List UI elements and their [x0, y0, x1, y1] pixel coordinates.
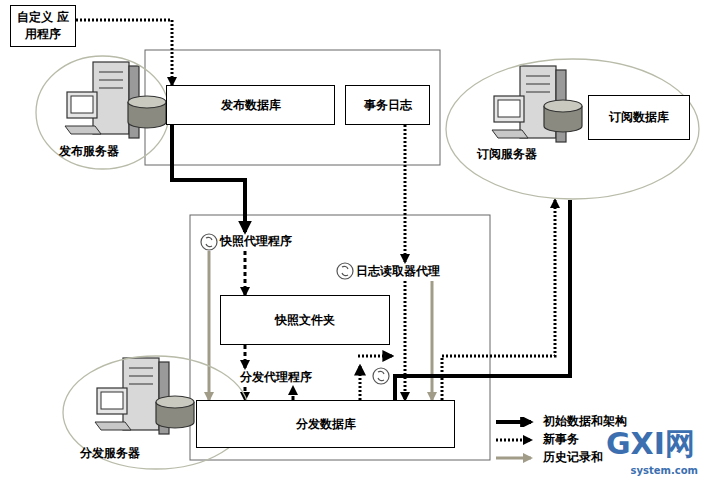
flow-connector: [292, 387, 295, 400]
app-box: 自定义 应用程序: [10, 5, 76, 47]
flow-connector: [76, 20, 172, 85]
legend-row: 新事务: [495, 431, 579, 448]
watermark: GXI网: [606, 424, 695, 465]
database-box: 订阅数据库: [588, 95, 690, 140]
flow-connector: [404, 281, 407, 400]
agent-label: 日志读取器代理: [336, 262, 442, 281]
flow-connector: [431, 281, 434, 400]
legend-sample: [495, 435, 535, 445]
server-region: 发布服务器: [35, 55, 170, 170]
database-box: 分发数据库: [196, 400, 455, 448]
legend-row: 历史记录和: [495, 449, 603, 466]
legend-sample: [495, 417, 535, 427]
database-box: 发布数据库: [166, 85, 335, 125]
node-text: 分发服务器: [80, 445, 140, 462]
flow-connector: [208, 251, 211, 400]
agent-label: 分发代理程序: [238, 368, 314, 387]
node-text: 订阅服务器: [477, 146, 537, 163]
node-text: 发布数据库: [221, 97, 281, 114]
log-box: 事务日志: [345, 85, 430, 125]
node-text: 快照代理程序: [220, 234, 292, 248]
node-text: 自定义 应用程序: [15, 9, 71, 43]
flow-connector: [172, 125, 245, 232]
flow-connector: [404, 125, 407, 262]
flow-connector: [395, 200, 570, 400]
legend-text: 历史记录和: [543, 449, 603, 466]
flow-connector: [442, 200, 555, 400]
node-text: 事务日志: [364, 97, 412, 114]
node-text: 快照文件夹: [275, 312, 335, 329]
legend-sample: [495, 453, 535, 463]
legend-text: 新事务: [543, 431, 579, 448]
flow-connector: [244, 251, 247, 295]
node-text: 发布服务器: [59, 143, 119, 160]
flow-connector: [244, 345, 247, 368]
node-text: 日志读取器代理: [356, 264, 440, 278]
agent-label: 快照代理程序: [200, 232, 294, 251]
watermark: system.com: [631, 465, 698, 476]
node-text: 订阅数据库: [609, 109, 669, 126]
node-text: 分发数据库: [296, 416, 356, 433]
node-text: 分发代理程序: [240, 370, 312, 384]
folder-box: 快照文件夹: [220, 295, 390, 345]
